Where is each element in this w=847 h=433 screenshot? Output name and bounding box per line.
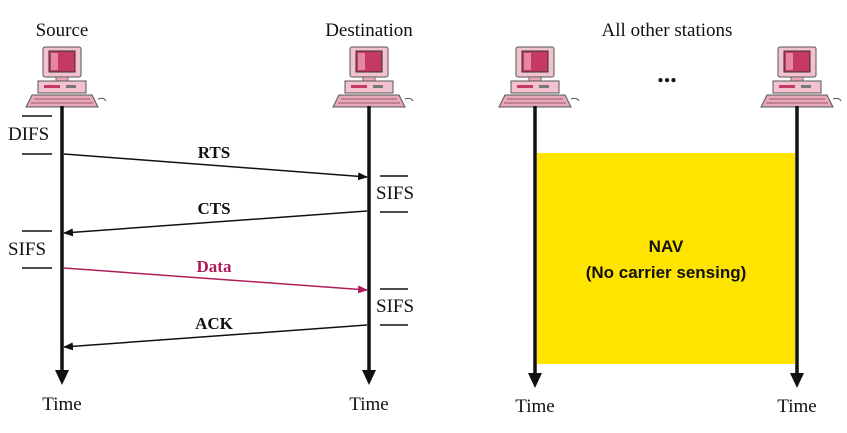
time-label: Time <box>515 396 554 417</box>
rts-arrow <box>63 153 368 181</box>
nav-region <box>537 153 795 364</box>
rts-label: RTS <box>198 143 230 162</box>
nav-title: NAV <box>649 237 684 256</box>
time-label: Time <box>42 394 81 415</box>
computer-icon <box>332 46 414 108</box>
more-stations-ellipsis: ... <box>657 59 677 88</box>
computer-icon <box>760 46 842 108</box>
cts-arrow <box>63 210 368 237</box>
nav-subtitle: (No carrier sensing) <box>586 263 747 282</box>
sifs-label: SIFS <box>376 296 414 317</box>
ack-arrow <box>63 324 368 351</box>
source-label: Source <box>36 20 89 41</box>
cts-label: CTS <box>197 199 230 218</box>
time-label: Time <box>349 394 388 415</box>
ack-label: ACK <box>195 314 234 333</box>
computer-icon <box>25 46 107 108</box>
data-arrow <box>63 267 368 294</box>
data-label: Data <box>197 257 232 276</box>
destination-label: Destination <box>325 20 413 41</box>
time-label: Time <box>777 396 816 417</box>
difs-label: DIFS <box>8 124 49 145</box>
computer-icon <box>498 46 580 108</box>
sifs-label: SIFS <box>376 183 414 204</box>
other-stations-label: All other stations <box>602 20 733 41</box>
sifs-label: SIFS <box>8 239 46 260</box>
